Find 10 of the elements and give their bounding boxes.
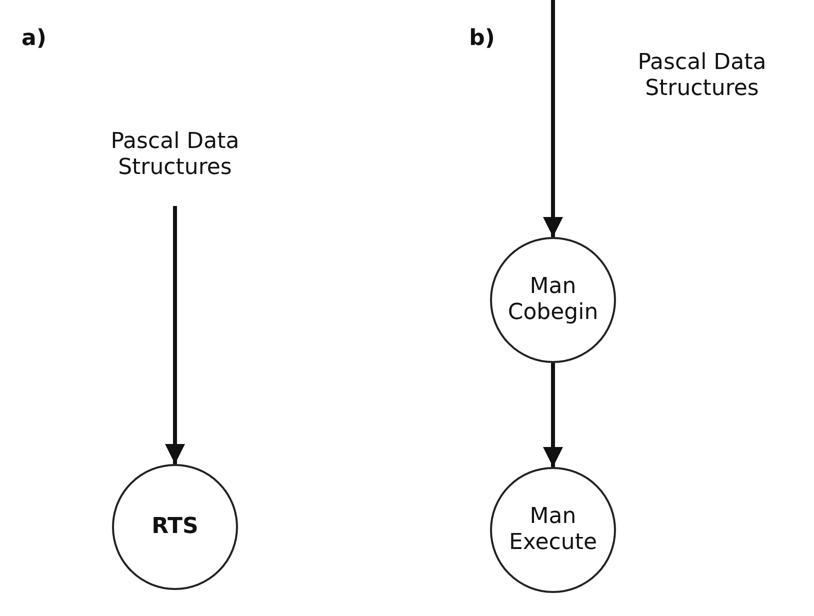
node-text: Man Execute	[508, 504, 598, 556]
node-text: Pascal Data Structures	[110, 128, 240, 182]
arrow	[543, 363, 563, 467]
node-text: RTS	[150, 514, 200, 540]
panel-label: a)	[20, 26, 48, 52]
panel-label: b)	[468, 26, 496, 52]
node-text: Man Cobegin	[506, 274, 600, 326]
arrow	[165, 206, 185, 464]
flow-label: Pascal Data Structures	[636, 50, 768, 103]
arrow	[543, 0, 563, 237]
